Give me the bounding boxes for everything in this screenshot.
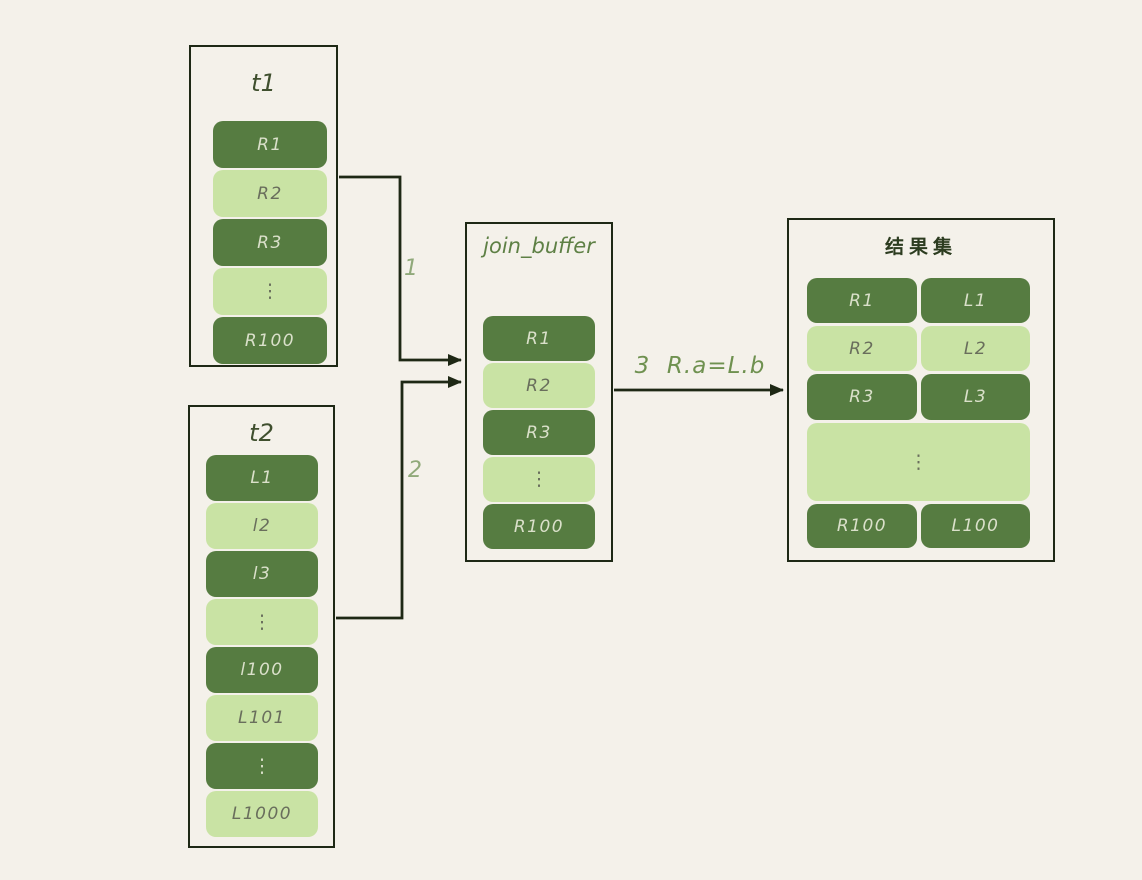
step-1-label: 1 bbox=[404, 256, 418, 281]
row-pill: l3 bbox=[206, 551, 318, 597]
result-row: R3 L3 bbox=[807, 374, 1030, 420]
row-pill: l2 bbox=[206, 503, 318, 549]
ellipsis-row-pill: ⋮ bbox=[206, 599, 318, 645]
table-t1-rows: R1 R2 R3 ⋮ R100 bbox=[213, 121, 327, 364]
join-buffer-box: join_buffer R1 R2 R3 ⋮ R100 bbox=[465, 222, 613, 562]
step-2-label: 2 bbox=[408, 458, 422, 483]
row-pill: R2 bbox=[213, 170, 327, 217]
row-pill: R100 bbox=[807, 504, 917, 548]
row-pill: L1000 bbox=[206, 791, 318, 837]
row-pill: L3 bbox=[921, 374, 1030, 420]
result-row: R1 L1 bbox=[807, 278, 1030, 323]
arrow-t1-to-join-buffer bbox=[339, 175, 462, 366]
result-set-title: 结果集 bbox=[884, 236, 957, 258]
table-t1-title: t1 bbox=[251, 69, 276, 97]
row-pill: R1 bbox=[807, 278, 917, 323]
table-t2-rows: L1 l2 l3 ⋮ l100 L101 ⋮ L1000 bbox=[206, 455, 318, 837]
result-row: R100 L100 bbox=[807, 504, 1030, 548]
row-pill: R2 bbox=[807, 326, 917, 371]
table-t1-box: t1 R1 R2 R3 ⋮ R100 bbox=[189, 45, 338, 367]
result-row: R2 L2 bbox=[807, 326, 1030, 371]
ellipsis-row-pill: ⋮ bbox=[206, 743, 318, 789]
result-row: ⋮ bbox=[807, 423, 1030, 501]
ellipsis-row-pill: ⋮ bbox=[483, 457, 595, 502]
row-pill: R3 bbox=[807, 374, 917, 420]
join-buffer-rows: R1 R2 R3 ⋮ R100 bbox=[483, 316, 595, 549]
ellipsis-row-pill: ⋮ bbox=[213, 268, 327, 315]
row-pill: l100 bbox=[206, 647, 318, 693]
row-pill: R100 bbox=[483, 504, 595, 549]
row-pill: L1 bbox=[921, 278, 1030, 323]
row-pill: L101 bbox=[206, 695, 318, 741]
step-3-condition-label: 3 R.a=L.b bbox=[634, 353, 766, 379]
result-set-rows: R1 L1 R2 L2 R3 L3 ⋮ R100 L100 bbox=[807, 278, 1030, 548]
result-set-box: 结果集 R1 L1 R2 L2 R3 L3 ⋮ R100 L100 bbox=[787, 218, 1055, 562]
arrow-t2-to-join-buffer bbox=[336, 376, 462, 620]
row-pill: R2 bbox=[483, 363, 595, 408]
row-pill: R3 bbox=[213, 219, 327, 266]
row-pill: L2 bbox=[921, 326, 1030, 371]
join-buffer-title: join_buffer bbox=[483, 234, 595, 258]
row-pill: R3 bbox=[483, 410, 595, 455]
ellipsis-row-pill: ⋮ bbox=[807, 423, 1030, 501]
row-pill: L1 bbox=[206, 455, 318, 501]
table-t2-title: t2 bbox=[249, 419, 274, 447]
row-pill: R1 bbox=[483, 316, 595, 361]
row-pill: R1 bbox=[213, 121, 327, 168]
row-pill: L100 bbox=[921, 504, 1030, 548]
table-t2-box: t2 L1 l2 l3 ⋮ l100 L101 ⋮ L1000 bbox=[188, 405, 335, 848]
row-pill: R100 bbox=[213, 317, 327, 364]
